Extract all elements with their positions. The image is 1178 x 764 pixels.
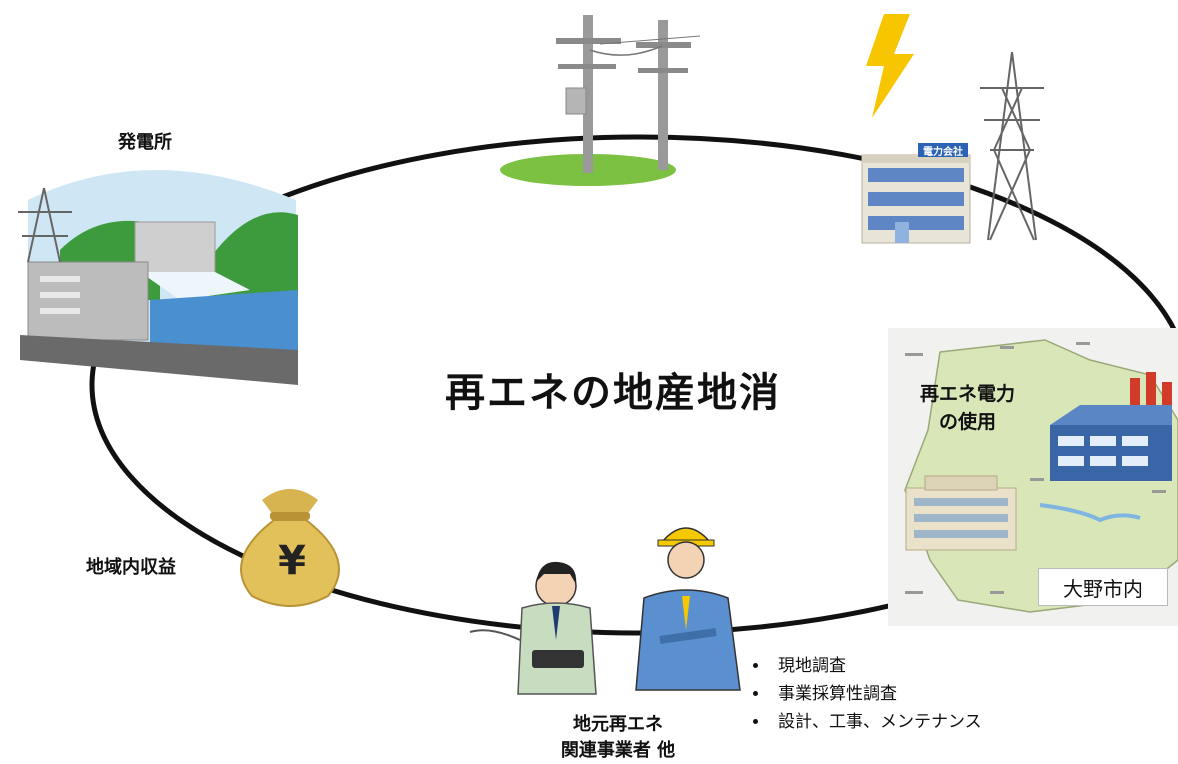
utility-pole-icon (500, 15, 701, 186)
renewable-use-label: 再エネ電力 の使用 (920, 380, 1015, 436)
hospital-icon (905, 475, 1017, 551)
work-item: 事業採算性調査 (770, 680, 982, 708)
renewable-use-line1: 再エネ電力 (920, 383, 1016, 405)
power-plant-icon (18, 170, 298, 385)
area-label: 大野市内 (1038, 568, 1168, 606)
renewable-use-line2: の使用 (939, 411, 997, 433)
power-company-sign: 電力会社 (918, 143, 968, 158)
regional-revenue-label: 地域内収益 (86, 557, 176, 578)
contractor-line2: 関連事業者 他 (560, 740, 676, 761)
construction-worker-icon (635, 527, 741, 691)
work-items-list: 現地調査 事業採算性調査 設計、工事、メンテナンス (752, 652, 982, 736)
contractor-line1: 地元再エネ (573, 714, 663, 735)
money-bag-icon (240, 489, 340, 607)
work-item: 設計、工事、メンテナンス (770, 708, 982, 736)
power-plant-label: 発電所 (118, 132, 172, 153)
contractor-label: 地元再エネ 関連事業者 他 (558, 712, 678, 764)
yen-symbol: ¥ (278, 538, 306, 584)
factory-icon (1050, 372, 1172, 481)
transmission-tower-icon (980, 51, 1044, 241)
cycle-ellipse (89, 134, 1178, 636)
lightning-icon (866, 14, 914, 118)
power-company-building-icon (861, 154, 971, 244)
diagram-title: 再エネの地産地消 (445, 370, 781, 416)
office-worker-icon (469, 561, 597, 695)
work-item: 現地調査 (770, 652, 982, 680)
